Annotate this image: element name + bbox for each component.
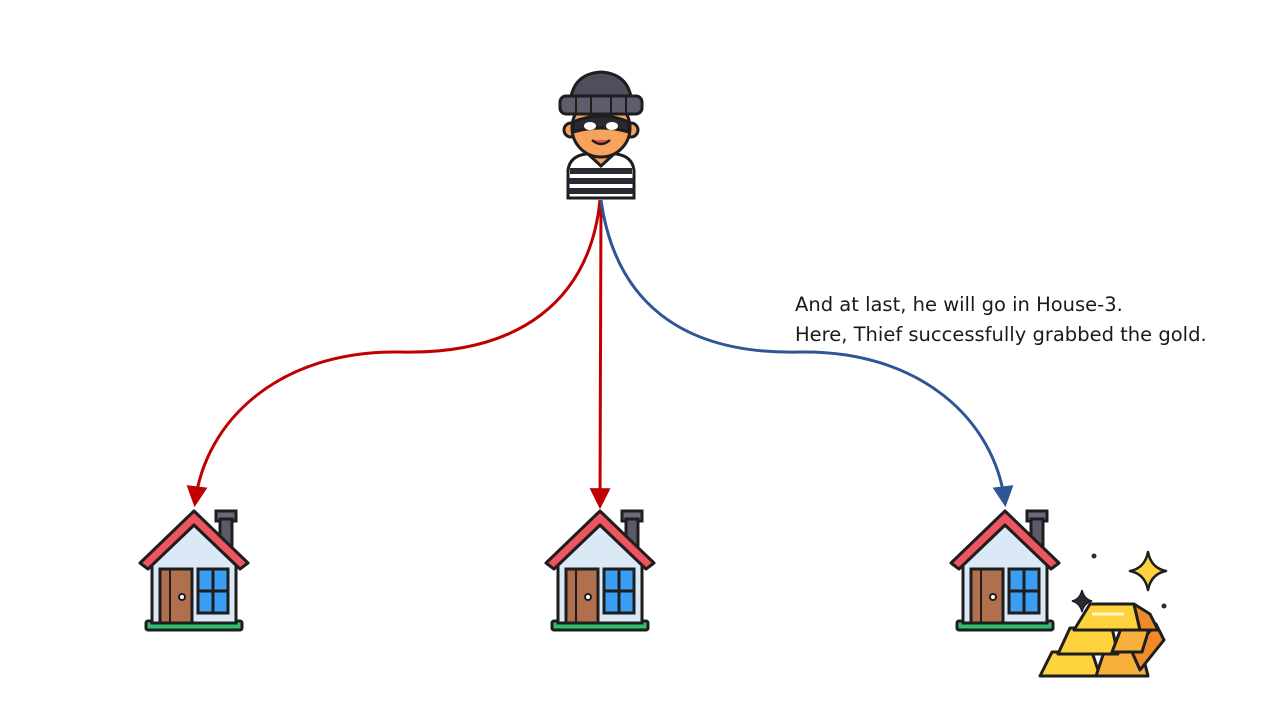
sparkle-dot xyxy=(1161,603,1167,609)
sparkle-dot xyxy=(1091,553,1097,559)
house-3-icon xyxy=(949,509,1061,632)
thief-icon xyxy=(558,70,644,200)
gold-bars-icon xyxy=(1038,602,1166,678)
caption-line-2: Here, Thief successfully grabbed the gol… xyxy=(795,323,1207,346)
caption-text: And at last, he will go in House-3. Here… xyxy=(795,290,1207,350)
path-to-house-2 xyxy=(589,199,611,510)
sparkle-icon-large xyxy=(1128,550,1168,592)
house-1-icon xyxy=(138,509,250,632)
caption-line-1: And at last, he will go in House-3. xyxy=(795,293,1123,316)
sparkle-icon-small xyxy=(1071,589,1093,613)
house-2-icon xyxy=(544,509,656,632)
path-to-house-3 xyxy=(599,199,1014,508)
path-to-house-1 xyxy=(186,199,602,508)
